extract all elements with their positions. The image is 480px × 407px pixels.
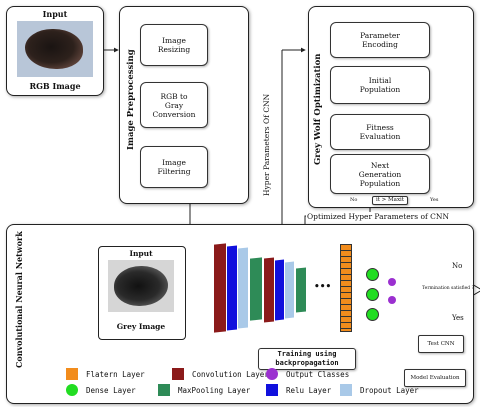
- relu-layer: [227, 245, 237, 331]
- gwo-title: Grey Wolf Optimization: [313, 53, 323, 165]
- output-node: [388, 296, 396, 304]
- training-label: Training using backpropagation: [258, 348, 356, 370]
- legend-flatten-label: Flatern Layer: [86, 370, 145, 379]
- step-fitness-evaluation: Fitness Evaluation: [330, 114, 430, 150]
- maxpool-layer: [250, 257, 262, 321]
- cnn-title: Convolutional Neural Network: [14, 231, 24, 368]
- step-initial-population: Initial Population: [330, 66, 430, 104]
- hyperparam-label: Hyper Parameters Of CNN: [262, 93, 271, 196]
- grey-input-caption: Grey Image: [116, 322, 166, 331]
- maxpool-layer-2: [296, 267, 306, 313]
- gwo-no-label: No: [350, 197, 358, 203]
- decision-yes-label: Yes: [452, 314, 464, 322]
- legend-output-swatch: [266, 368, 278, 380]
- convolution-layer-2: [264, 257, 274, 323]
- relu-layer-2: [275, 259, 284, 321]
- gwo-yes-label: Yes: [430, 197, 439, 203]
- output-node: [388, 278, 396, 286]
- input-panel: Input RGB Image: [6, 6, 104, 96]
- step-image-filtering: Image Filtering: [140, 146, 208, 188]
- model-evaluation-box: Model Evaluation: [404, 369, 466, 387]
- grey-lesion-image: [108, 260, 174, 312]
- legend-dropout-swatch: [340, 384, 352, 396]
- input-title: Input: [42, 9, 68, 19]
- convolution-layer: [214, 243, 226, 333]
- legend-maxpool-label: MaxPooling Layer: [178, 386, 251, 395]
- step-parameter-encoding: Parameter Encoding: [330, 22, 430, 58]
- decision-text: Termination satisfied ?: [422, 286, 474, 291]
- legend-relu-label: Relu Layer: [286, 386, 332, 395]
- flatten-layer: [340, 244, 352, 332]
- legend-maxpool-swatch: [158, 384, 170, 396]
- network-dots: •••: [314, 282, 332, 292]
- dense-node: [366, 268, 379, 281]
- test-cnn-box: Test CNN: [418, 335, 464, 353]
- legend-dropout-label: Dropout Layer: [360, 386, 419, 395]
- legend-convolution-label: Convolution Layer: [192, 370, 269, 379]
- legend-flatten-swatch: [66, 368, 78, 380]
- optimized-label: Optimized Hyper Parameters of CNN: [306, 212, 451, 221]
- dense-node: [366, 288, 379, 301]
- gwo-condition: it > Maxit: [372, 196, 408, 205]
- legend-dense-label: Dense Layer: [86, 386, 136, 395]
- step-rgb-to-gray: RGB to Gray Conversion: [140, 82, 208, 128]
- dense-node: [366, 308, 379, 321]
- decision-no-label: No: [452, 262, 463, 270]
- step-next-generation: Next Generation Population: [330, 154, 430, 194]
- step-image-resizing: Image Resizing: [140, 24, 208, 66]
- input-caption: RGB Image: [29, 81, 81, 91]
- legend-convolution-swatch: [172, 368, 184, 380]
- preprocessing-title: Image Preprocessing: [126, 49, 136, 150]
- legend-output-label: Output Classes: [286, 370, 350, 379]
- rgb-lesion-image: [17, 21, 93, 77]
- legend-dense-swatch: [66, 384, 78, 396]
- legend-relu-swatch: [266, 384, 278, 396]
- dropout-layer-2: [285, 261, 294, 319]
- grey-input-title: Input: [129, 249, 153, 258]
- dropout-layer: [238, 247, 248, 329]
